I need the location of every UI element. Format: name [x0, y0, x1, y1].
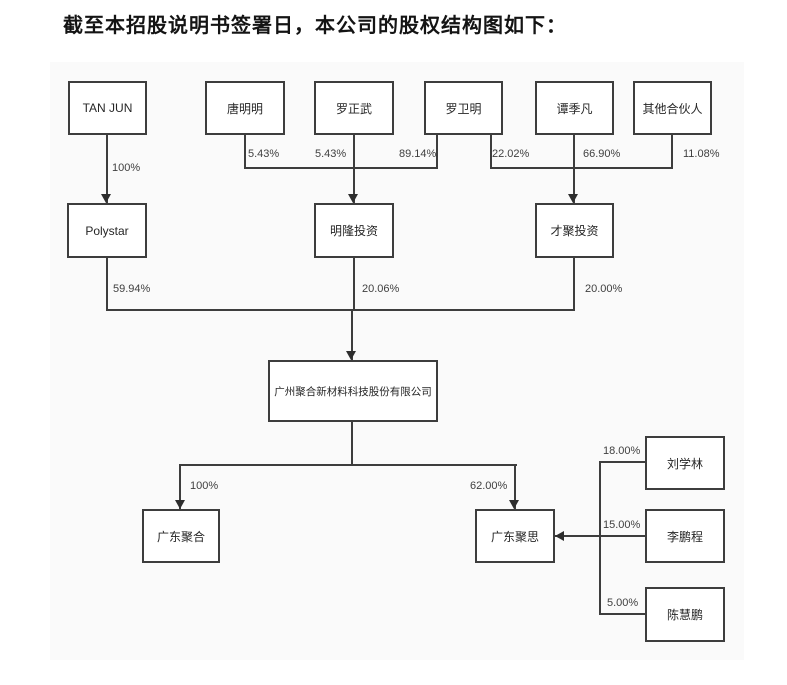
- node-guangdong-juhe: 广东聚合: [142, 509, 220, 563]
- ownership-label: 11.08%: [683, 148, 720, 160]
- ownership-label: 59.94%: [113, 283, 151, 295]
- arrow-down-icon: [346, 351, 356, 360]
- arrow-down-icon: [568, 194, 578, 203]
- ownership-label: 5.43%: [315, 148, 347, 160]
- connector-line: [490, 135, 492, 168]
- connector-line: [573, 258, 575, 310]
- connector-line: [671, 135, 673, 168]
- node-li-pengcheng: 李鹏程: [645, 509, 725, 563]
- node-main-company: 广州聚合新材料科技股份有限公司: [268, 360, 438, 422]
- ownership-label: 89.14%: [399, 148, 437, 160]
- ownership-label: 20.06%: [362, 283, 400, 295]
- ownership-label: 62.00%: [470, 480, 508, 492]
- node-minglong-investment: 明隆投资: [314, 203, 394, 258]
- node-tang-mingming: 唐明明: [205, 81, 285, 135]
- arrow-left-icon: [555, 531, 564, 541]
- node-tan-jifan: 谭季凡: [535, 81, 614, 135]
- connector-line: [514, 464, 516, 509]
- node-liu-xuelin: 刘学林: [645, 436, 725, 490]
- node-guangdong-jusi: 广东聚思: [475, 509, 555, 563]
- ownership-label: 5.43%: [248, 148, 280, 160]
- node-other-partners: 其他合伙人: [633, 81, 712, 135]
- ownership-label: 20.00%: [585, 283, 623, 295]
- arrow-down-icon: [175, 500, 185, 509]
- connector-line: [353, 258, 355, 310]
- arrow-down-icon: [101, 194, 111, 203]
- node-luo-weiming: 罗卫明: [424, 81, 503, 135]
- connector-line: [490, 167, 673, 169]
- node-luo-zhengwu: 罗正武: [314, 81, 394, 135]
- connector-line: [599, 613, 645, 615]
- arrow-down-icon: [509, 500, 519, 509]
- connector-line: [555, 535, 645, 537]
- ownership-label: 100%: [112, 162, 141, 174]
- connector-line: [244, 167, 438, 169]
- node-tan-jun: TAN JUN: [68, 81, 147, 135]
- connector-line: [351, 422, 353, 466]
- connector-line: [106, 258, 108, 310]
- ownership-label: 66.90%: [583, 148, 621, 160]
- connector-line: [353, 135, 355, 203]
- connector-line: [106, 135, 108, 203]
- connector-line: [599, 461, 601, 615]
- connector-line: [351, 309, 353, 360]
- ownership-label: 100%: [190, 480, 219, 492]
- ownership-label: 22.02%: [492, 148, 530, 160]
- node-caiju-investment: 才聚投资: [535, 203, 614, 258]
- connector-line: [179, 464, 517, 466]
- node-polystar: Polystar: [67, 203, 147, 258]
- ownership-label: 5.00%: [607, 597, 639, 609]
- connector-line: [106, 309, 575, 311]
- node-chen-huipeng: 陈慧鹏: [645, 587, 725, 642]
- connector-line: [436, 135, 438, 168]
- ownership-label: 15.00%: [603, 519, 641, 531]
- connector-line: [599, 461, 645, 463]
- connector-line: [244, 135, 246, 168]
- equity-structure-diagram: 100% 5.43% 5.43% 89.14% 22.02% 66.90% 11…: [50, 62, 744, 660]
- arrow-down-icon: [348, 194, 358, 203]
- connector-line: [573, 135, 575, 203]
- connector-line: [179, 464, 181, 509]
- ownership-label: 18.00%: [603, 445, 641, 457]
- page-title: 截至本招股说明书签署日，本公司的股权结构图如下：: [63, 15, 567, 37]
